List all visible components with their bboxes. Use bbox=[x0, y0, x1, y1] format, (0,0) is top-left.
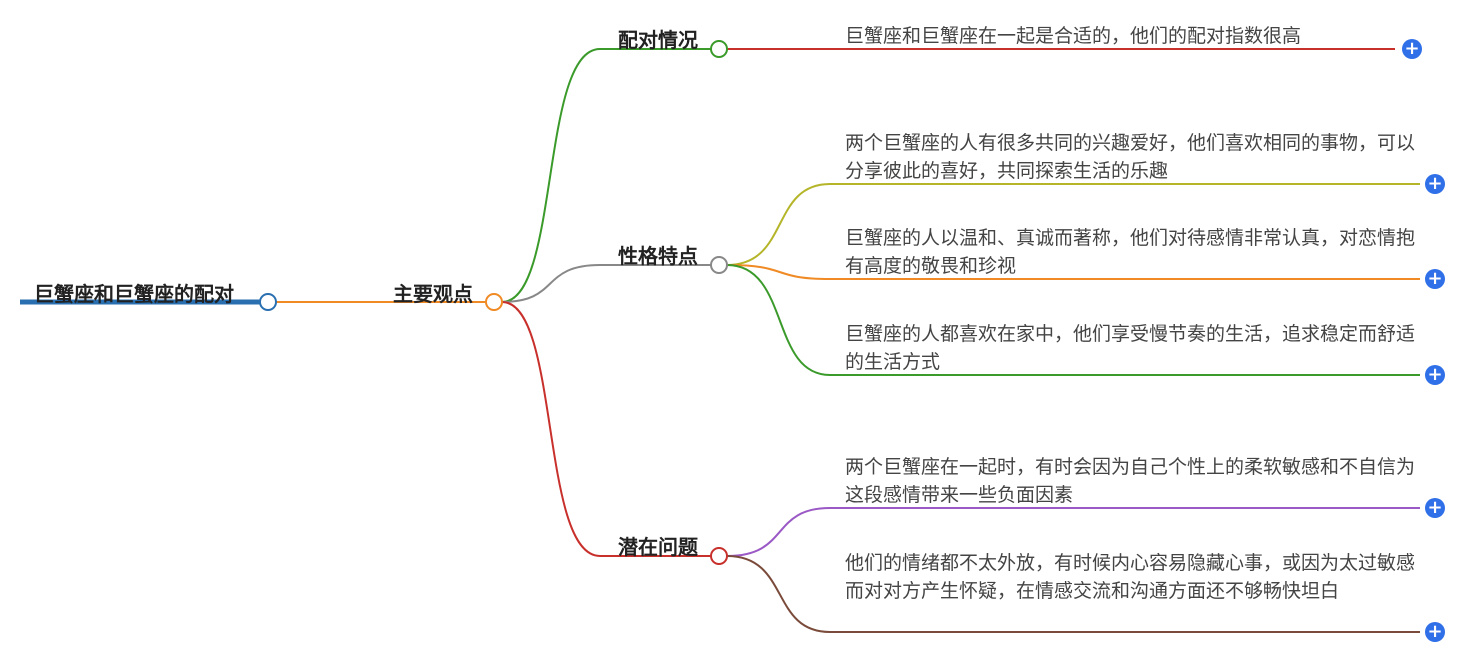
expand-plus-icon[interactable]: + bbox=[1425, 269, 1445, 289]
branch-line-2 bbox=[501, 264, 711, 303]
expand-plus-icon[interactable]: + bbox=[1425, 498, 1445, 518]
leaf-text[interactable]: 两个巨蟹座的人有很多共同的兴趣爱好，他们喜欢相同的事物，可以分享彼此的喜好，共同… bbox=[845, 132, 1416, 182]
leaf-line bbox=[726, 264, 1420, 376]
leaf-line bbox=[726, 507, 1420, 557]
branch-line-1 bbox=[501, 48, 711, 303]
expand-plus-icon[interactable]: + bbox=[1425, 174, 1445, 194]
leaf-text[interactable]: 巨蟹座和巨蟹座在一起是合适的，他们的配对指数很高 bbox=[845, 25, 1302, 47]
branch-label-personality[interactable]: 性格特点 bbox=[618, 244, 698, 268]
branch-line-3 bbox=[501, 301, 711, 557]
leaf-text[interactable]: 他们的情绪都不太外放，有时候内心容易隐藏心事，或因为太过敏感而对对方产生怀疑，在… bbox=[845, 552, 1416, 602]
expand-plus-icon[interactable]: + bbox=[1402, 39, 1422, 59]
main-node-label[interactable]: 主要观点 bbox=[393, 282, 473, 306]
branch-node-circle[interactable] bbox=[710, 40, 728, 58]
main-node-circle[interactable] bbox=[485, 293, 503, 311]
expand-plus-icon[interactable]: + bbox=[1425, 365, 1445, 385]
root-node-label[interactable]: 巨蟹座和巨蟹座的配对 bbox=[34, 282, 234, 306]
leaf-line bbox=[726, 264, 1420, 280]
branch-node-circle[interactable] bbox=[710, 547, 728, 565]
leaf-text[interactable]: 巨蟹座的人都喜欢在家中，他们享受慢节奏的生活，追求稳定而舒适的生活方式 bbox=[845, 323, 1416, 373]
branch-label-issues[interactable]: 潜在问题 bbox=[618, 535, 698, 559]
leaf-line bbox=[726, 183, 1420, 266]
root-node-circle[interactable] bbox=[259, 293, 277, 311]
branch-node-circle[interactable] bbox=[710, 256, 728, 274]
branch-label-pairing[interactable]: 配对情况 bbox=[618, 28, 698, 52]
leaf-line bbox=[726, 555, 1420, 633]
leaf-text[interactable]: 两个巨蟹座在一起时，有时会因为自己个性上的柔软敏感和不自信为这段感情带来一些负面… bbox=[845, 456, 1416, 506]
expand-plus-icon[interactable]: + bbox=[1425, 622, 1445, 642]
leaf-text[interactable]: 巨蟹座的人以温和、真诚而著称，他们对待感情非常认真，对恋情抱有高度的敬畏和珍视 bbox=[845, 227, 1416, 277]
